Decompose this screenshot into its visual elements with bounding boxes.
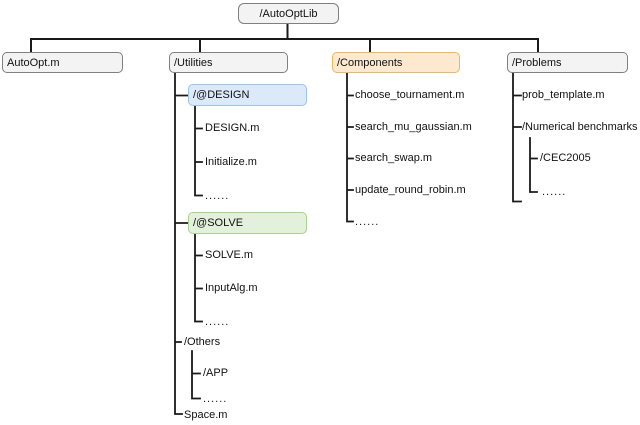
folder-box-components: /Components [332, 52, 460, 73]
tree-item-numerical-benchmarks: /Numerical benchmarks [522, 121, 638, 133]
tree-item-components-ellipsis: ...... [355, 216, 380, 228]
folder-box-solve: /@SOLVE [188, 212, 307, 234]
folder-box-utilities: /Utilities [169, 52, 288, 73]
tree-item-others-folder: /Others [184, 336, 221, 348]
tree-item-choose-tournament: choose_tournament.m [355, 89, 465, 101]
folder-box-problems: /Problems [507, 52, 628, 73]
file-box-autoopt: AutoOpt.m [2, 52, 123, 73]
tree-item-app-folder: /APP [203, 367, 229, 379]
folder-box-design: /@DESIGN [188, 84, 307, 106]
tree-item-design-m: DESIGN.m [205, 122, 260, 134]
tree-item-prob-template: prob_template.m [522, 89, 605, 101]
numerical-branch [529, 137, 538, 193]
tree-item-others-ellipsis: ...... [203, 393, 228, 405]
tree-item-space-m: Space.m [184, 409, 228, 421]
tree-item-search-mu-gaussian: search_mu_gaussian.m [355, 121, 472, 133]
tree-item-numerical-ellipsis: ...... [542, 186, 567, 198]
root-connector [30, 23, 539, 53]
tree-item-solve-ellipsis: ...... [205, 316, 230, 328]
tree-item-initialize-m: Initialize.m [205, 156, 257, 168]
solve-branch [194, 233, 203, 323]
tree-item-solve-m: SOLVE.m [205, 249, 254, 261]
components-trunk [346, 72, 354, 223]
design-branch [194, 105, 203, 197]
others-branch [191, 350, 201, 400]
root-folder-box: /AutoOptLib [238, 3, 339, 24]
tree-item-design-ellipsis: ...... [205, 190, 230, 202]
tree-item-cec2005: /CEC2005 [540, 152, 591, 164]
tree-item-inputalg-m: InputAlg.m [205, 282, 258, 294]
tree-item-update-round-robin: update_round_robin.m [355, 184, 466, 196]
tree-item-search-swap: search_swap.m [355, 152, 433, 164]
problems-trunk [512, 72, 522, 203]
utilities-trunk [174, 72, 189, 415]
